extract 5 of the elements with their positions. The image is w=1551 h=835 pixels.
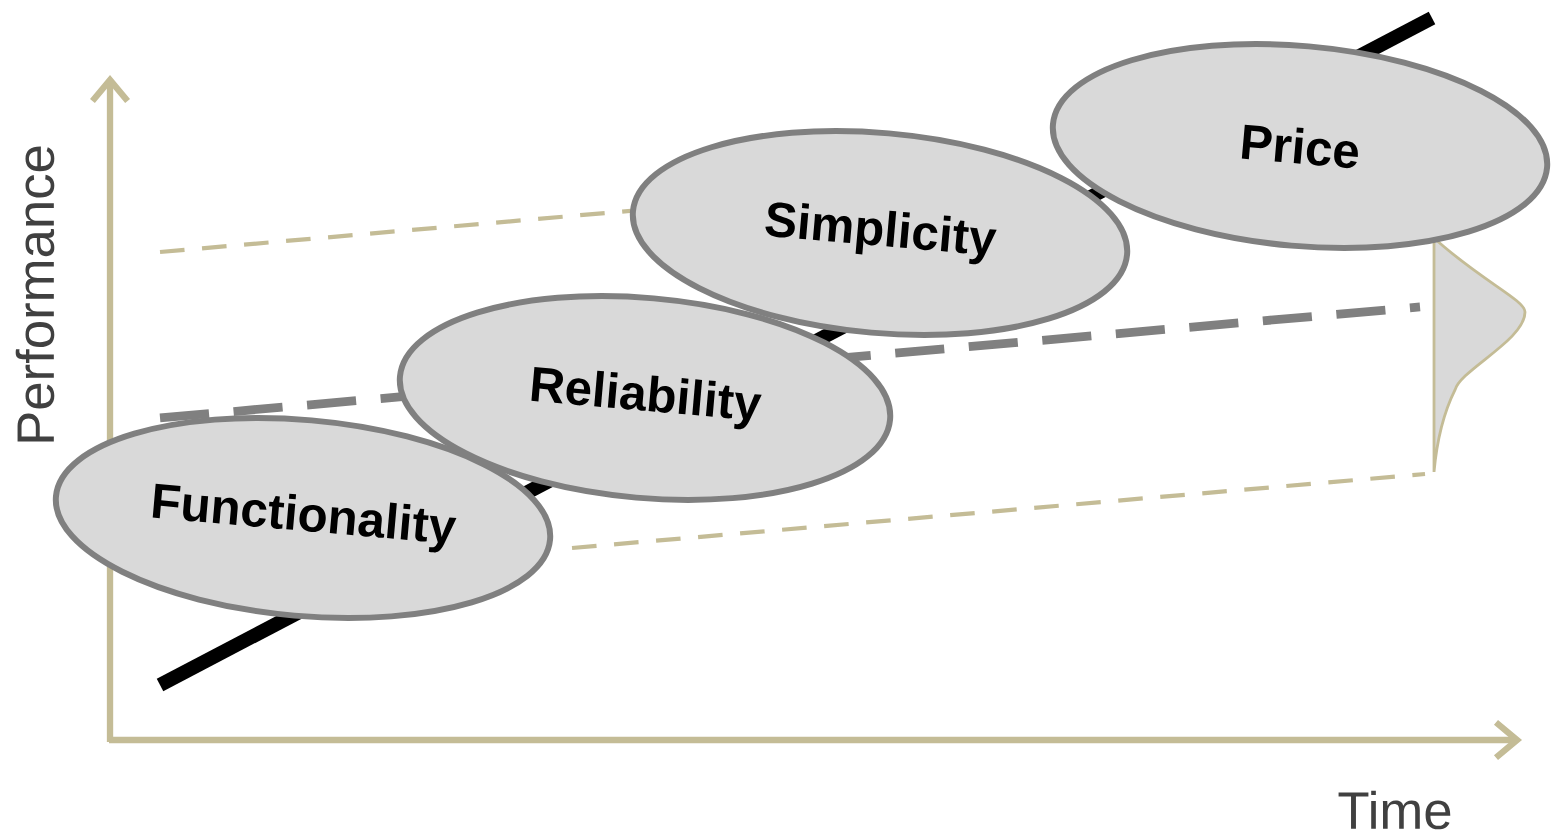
ellipse-bubble: Reliability xyxy=(396,293,894,503)
ellipse-bubble: Price xyxy=(1049,41,1551,251)
axis-label: Time xyxy=(1338,790,1451,830)
ellipse-bubble: Simplicity xyxy=(630,128,1131,338)
axis-label: Performance xyxy=(15,146,55,442)
